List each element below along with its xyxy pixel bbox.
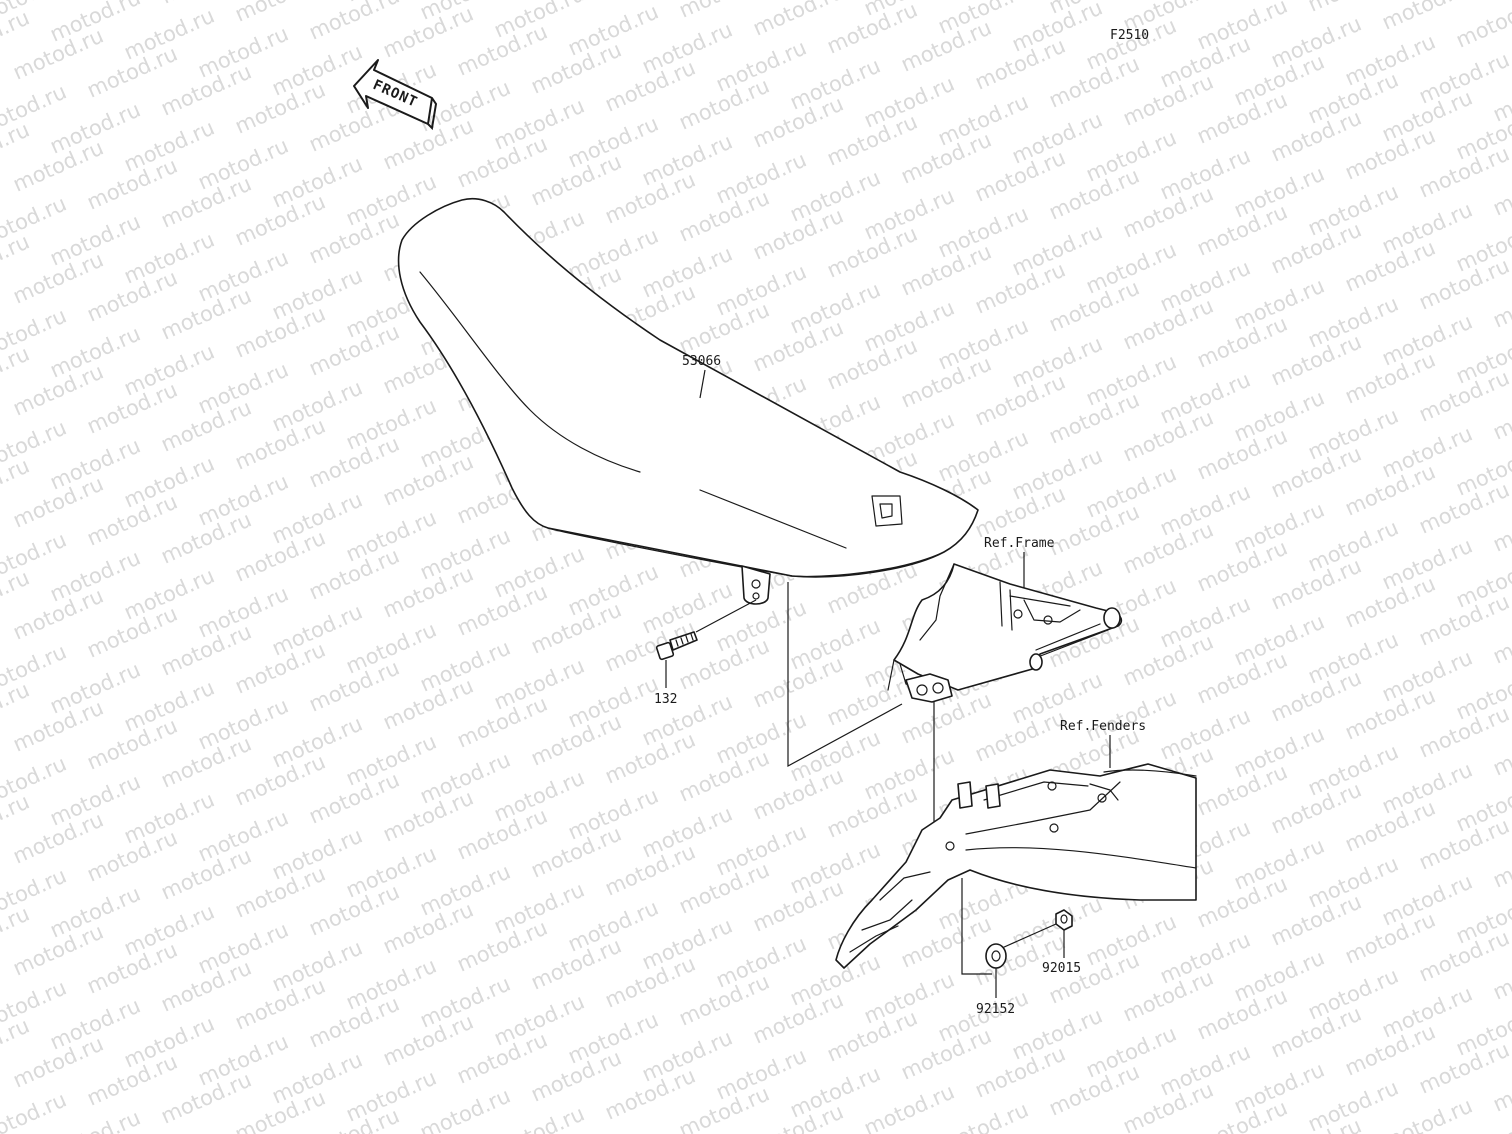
nut-part <box>1055 909 1073 931</box>
diagram-code: F2510 <box>1110 28 1149 43</box>
leader-fender-washer <box>961 878 992 975</box>
leader-washer-nut <box>1001 923 1057 949</box>
watermark-text: motod.ru <box>0 1087 70 1134</box>
leader-seat-mount <box>787 582 903 768</box>
washer-part <box>985 943 1007 969</box>
front-arrow-icon: FRONT <box>353 59 438 131</box>
leader-bolt-dash <box>695 599 757 633</box>
part-number-washer: 92152 <box>976 1002 1015 1017</box>
watermark-text: motod.ru <box>1452 0 1512 53</box>
leader-seat <box>699 369 706 399</box>
frame-part <box>887 563 1123 703</box>
bolt-part <box>655 631 698 661</box>
part-number-seat: 53066 <box>682 354 721 369</box>
ref-frame-label: Ref.Frame <box>984 536 1055 551</box>
part-number-bolt: 132 <box>654 692 677 707</box>
ref-fenders-label: Ref.Fenders <box>1060 719 1146 734</box>
fender-part <box>835 763 1197 969</box>
watermark-text: motod.ru <box>860 1079 958 1134</box>
part-number-nut: 92015 <box>1042 961 1081 976</box>
seat-part <box>397 197 979 605</box>
